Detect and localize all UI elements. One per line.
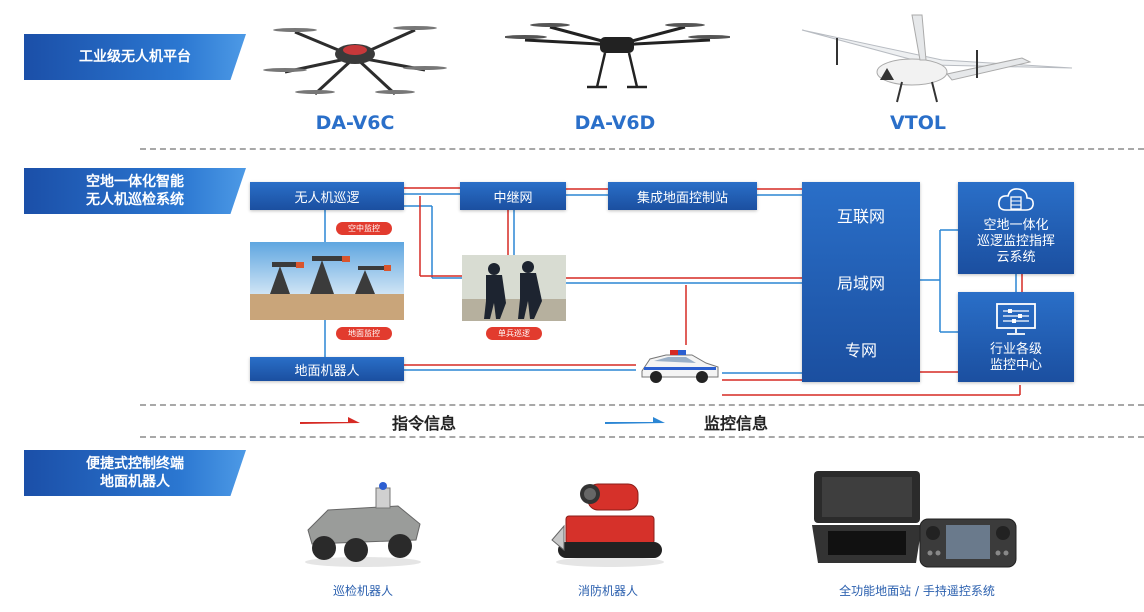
drone-vtol-image: [801, 14, 1073, 103]
divider-legend-bottom: [140, 436, 1144, 438]
cloud-system-line1: 空地一体化: [983, 218, 1049, 233]
section-tag-integrated: 空地一体化智能 无人机巡检系统: [24, 168, 246, 214]
caption-inspection-robot: 巡检机器人: [332, 584, 393, 598]
node-ground-station: 集成地面控制站: [608, 182, 757, 210]
section-tag-portable: 便捷式控制终端 地面机器人: [24, 450, 246, 496]
legend-command-label: 指令信息: [392, 414, 457, 433]
node-networks: 互联网 局域网 专网: [802, 182, 920, 382]
section-tag-platform: 工业级无人机平台: [24, 34, 246, 80]
section-tag-platform-label: 工业级无人机平台: [79, 49, 191, 65]
legend-monitoring-arrow: [605, 417, 665, 424]
ground-station-case-image: [812, 471, 922, 563]
monitor-dashboard-icon: [996, 303, 1036, 335]
monitor-center-line1: 行业各级: [989, 342, 1042, 357]
drone-model-vtol: VTOL: [890, 112, 946, 134]
section-tag-portable-line1: 便捷式控制终端: [86, 456, 184, 472]
section-tag-integrated-line2: 无人机巡检系统: [86, 192, 184, 208]
divider-legend-top: [140, 404, 1144, 406]
network-private: 专网: [844, 340, 877, 360]
drone-v6c-image: [263, 26, 447, 96]
oilfield-image: [250, 242, 404, 320]
police-car-image: [641, 350, 719, 383]
caption-ground-station-system: 全功能地面站 / 手持遥控系统: [839, 584, 995, 598]
handheld-controller-image: [919, 518, 1017, 568]
drone-model-v6d: DA-V6D: [574, 112, 656, 134]
drone-v6d-image: [505, 23, 730, 89]
tag-ground-monitoring: 地面监控: [336, 327, 392, 340]
node-uav-patrol: 无人机巡逻: [250, 182, 404, 210]
cloud-server-icon: [998, 188, 1034, 211]
tag-soldier-patrol: 单兵巡逻: [486, 327, 542, 340]
drone-model-v6c: DA-V6C: [315, 112, 395, 134]
inspection-robot-image: [305, 482, 421, 567]
cloud-system-line3: 云系统: [996, 250, 1036, 265]
node-relay-network: 中继网: [460, 182, 566, 210]
legend-command-arrow: [300, 417, 360, 424]
soldier-patrol-image: [462, 255, 566, 321]
firefighting-robot-image: [551, 483, 664, 567]
divider-top: [140, 148, 1144, 150]
node-cloud-system: 空地一体化 巡逻监控指挥 云系统: [958, 182, 1074, 274]
legend-monitoring-label: 监控信息: [704, 414, 769, 433]
network-internet: 互联网: [836, 207, 885, 227]
cloud-system-line2: 巡逻监控指挥: [976, 234, 1055, 249]
section-tag-portable-line2: 地面机器人: [100, 474, 170, 490]
network-lan: 局域网: [836, 273, 885, 293]
tag-aerial-monitoring: 空中监控: [336, 222, 392, 235]
caption-firefighting-robot: 消防机器人: [577, 584, 638, 598]
node-ground-robot: 地面机器人: [250, 357, 404, 381]
section-tag-integrated-line1: 空地一体化智能: [86, 174, 184, 190]
node-monitor-center: 行业各级 监控中心: [958, 292, 1074, 382]
monitor-center-line2: 监控中心: [989, 358, 1042, 373]
